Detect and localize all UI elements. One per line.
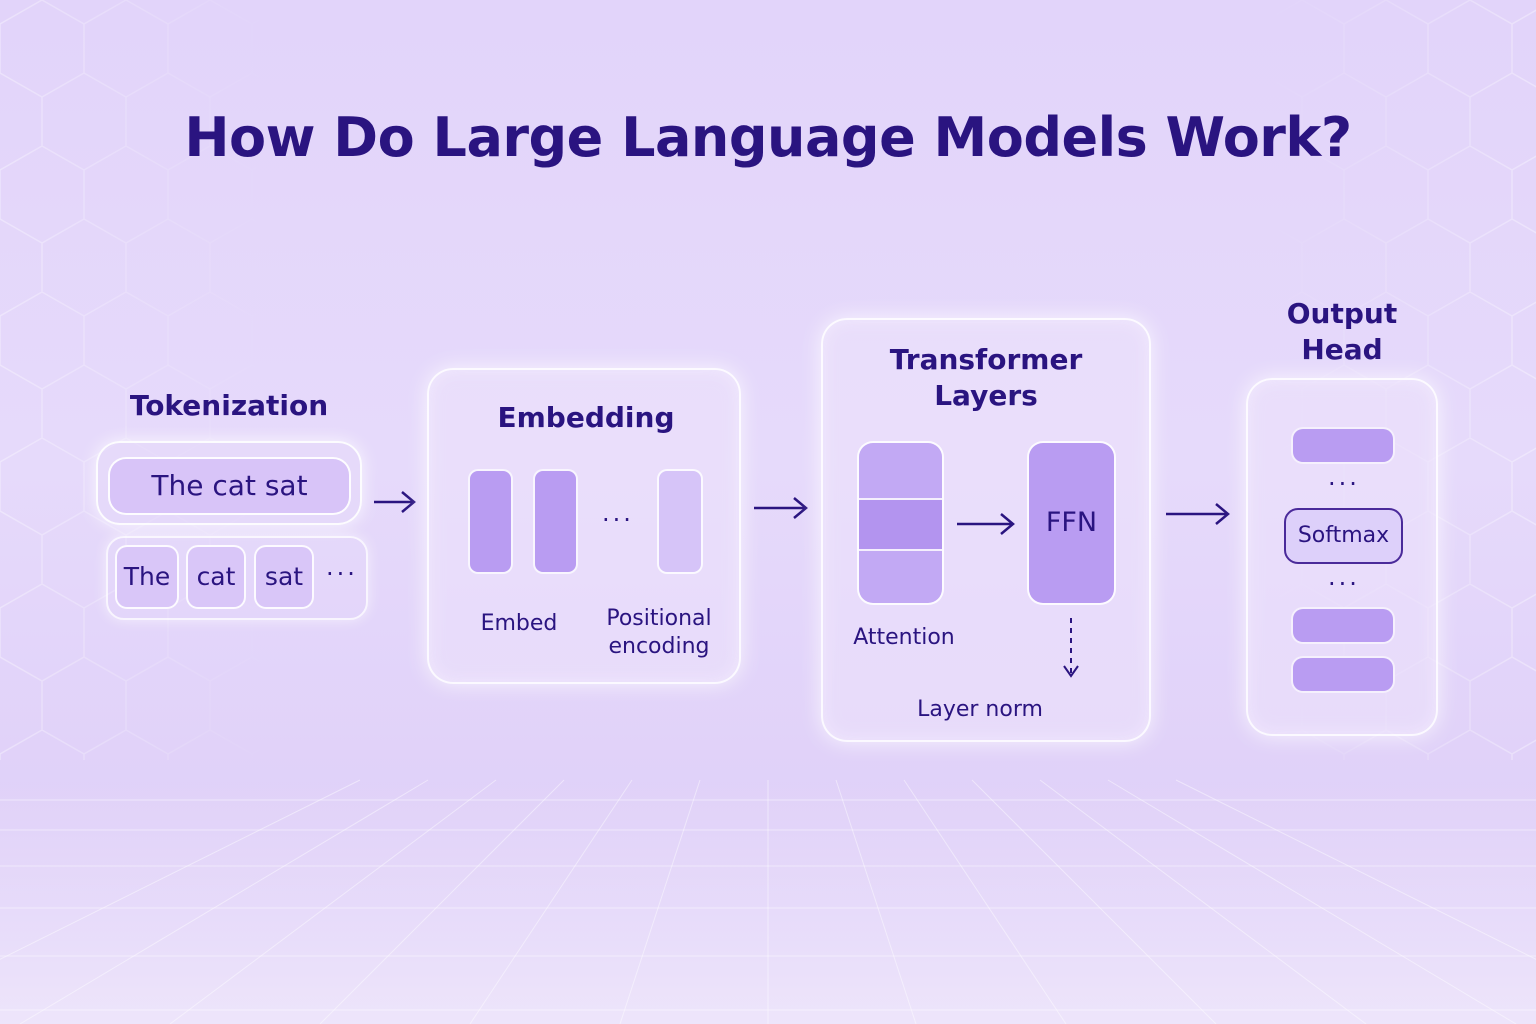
token-sat: sat	[254, 545, 314, 609]
arrow-right-icon	[1166, 503, 1230, 525]
ffn-block: FFN	[1027, 441, 1116, 605]
attention-caption: Attention	[853, 625, 955, 650]
embedding-vector	[533, 469, 578, 574]
embed-caption: Embed	[480, 611, 558, 636]
page-title: How Do Large Language Models Work?	[184, 106, 1352, 169]
softmax-block: Softmax	[1284, 508, 1403, 564]
input-sentence: The cat sat	[108, 457, 351, 515]
output-head-label-line1: Output	[1286, 297, 1398, 330]
transformer-label-line2: Layers	[934, 379, 1038, 412]
arrow-right-icon	[957, 513, 1015, 535]
output-probability-bar	[1291, 607, 1395, 644]
embedding-more-ellipsis: ···	[602, 506, 634, 534]
output-more-ellipsis-top: ···	[1328, 470, 1360, 498]
positional-caption-line2: encoding	[608, 634, 710, 659]
layer-norm-caption: Layer norm	[917, 697, 1043, 722]
arrow-right-icon	[374, 491, 416, 513]
positional-caption-line1: Positional	[606, 606, 712, 631]
positional-vector	[657, 469, 703, 574]
arrow-right-icon	[754, 497, 808, 519]
tokenization-label: Tokenization	[129, 389, 329, 422]
output-head-label-line2: Head	[1301, 333, 1383, 366]
output-logit-bar	[1291, 427, 1395, 464]
transformer-label-line1: Transformer	[889, 343, 1083, 376]
embedding-vector	[468, 469, 513, 574]
token-more-ellipsis: ···	[326, 560, 358, 588]
token-cat: cat	[186, 545, 246, 609]
output-more-ellipsis-bottom: ···	[1328, 570, 1360, 598]
output-probability-bar	[1291, 656, 1395, 693]
arrow-down-dashed-icon	[1063, 618, 1079, 678]
embedding-label: Embedding	[497, 401, 675, 434]
token-the: The	[115, 545, 179, 609]
attention-block	[857, 441, 944, 605]
token-row	[106, 536, 368, 620]
